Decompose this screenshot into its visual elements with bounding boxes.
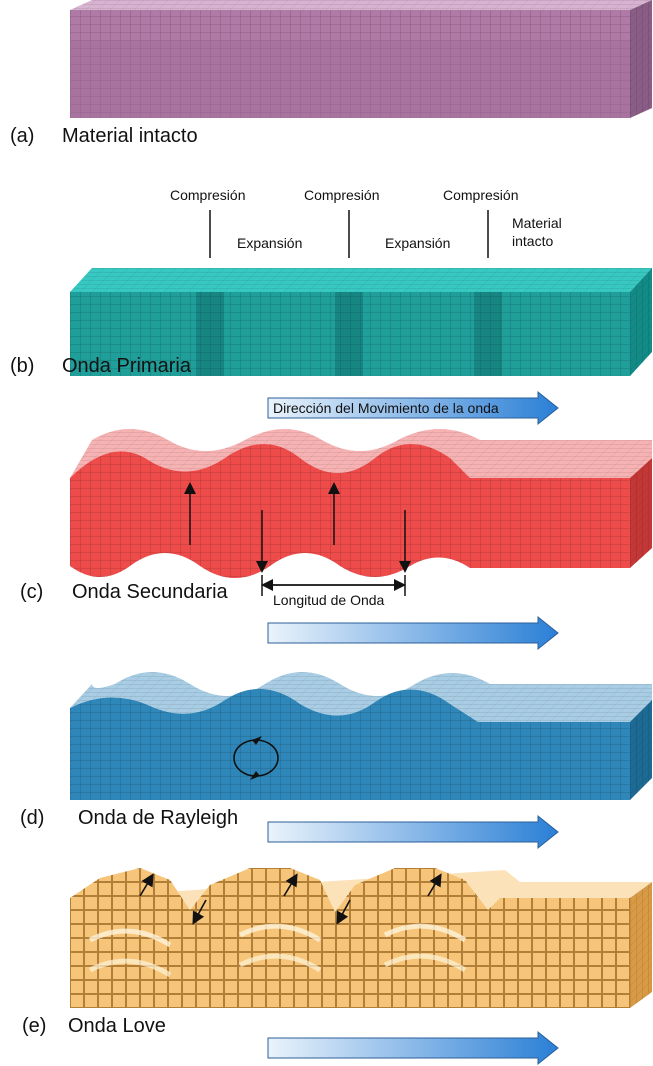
direction-arrow-b: Dirección del Movimiento de la onda	[267, 390, 559, 426]
compresion-label-3: Compresión	[443, 187, 518, 203]
panel-e-title: Onda Love	[68, 1015, 166, 1037]
primaria-annotations: Compresión Compresión Compresión Expansi…	[170, 187, 562, 258]
expansion-label-1: Expansión	[237, 235, 302, 251]
expansion-label-2: Expansión	[385, 235, 450, 251]
panel-c-title: Onda Secundaria	[72, 581, 229, 603]
panel-d-letter: (d)	[20, 807, 44, 829]
block-material-intacto	[70, 0, 652, 118]
compresion-label-2: Compresión	[304, 187, 379, 203]
panel-d-title: Onda de Rayleigh	[78, 807, 238, 829]
block-onda-rayleigh	[70, 672, 652, 800]
block-onda-secundaria	[70, 429, 652, 578]
panel-a-title: Material intacto	[62, 125, 198, 147]
material-intacto-label-line2: intacto	[512, 233, 553, 249]
direction-arrow-d	[267, 814, 559, 850]
wavelength-label: Longitud de Onda	[273, 592, 385, 608]
material-intacto-label-line1: Material	[512, 215, 562, 231]
block-onda-primaria	[70, 268, 652, 376]
panel-e-letter: (e)	[22, 1015, 46, 1037]
block-onda-love	[70, 868, 652, 1008]
panel-a-letter: (a)	[10, 125, 34, 147]
panel-c-letter: (c)	[20, 581, 43, 603]
panel-b-letter: (b)	[10, 355, 34, 377]
compresion-label-1: Compresión	[170, 187, 245, 203]
direction-label: Dirección del Movimiento de la onda	[273, 400, 499, 416]
direction-arrow-e	[267, 1030, 559, 1066]
direction-arrow-c	[267, 615, 559, 651]
wavelength-indicator: Longitud de Onda	[261, 575, 406, 608]
panel-b-title: Onda Primaria	[62, 355, 192, 377]
